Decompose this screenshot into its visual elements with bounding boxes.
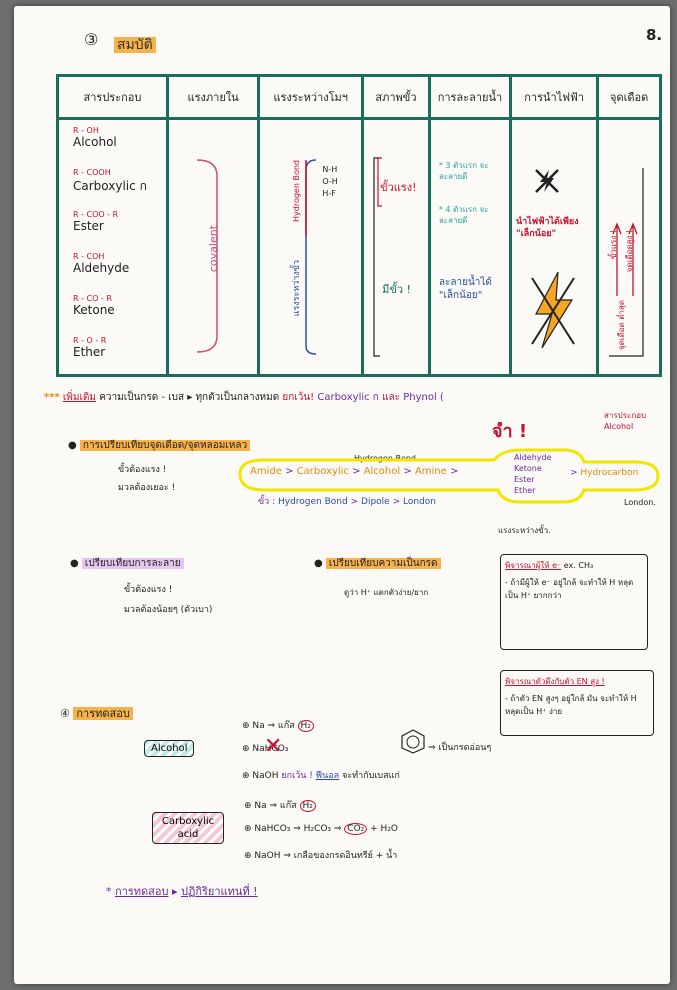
carb-test-nahco3: ⊕ NaHCO₃ ⇒ H₂CO₃ ⇒ CO₂ + H₂O — [244, 823, 399, 835]
compound-aldehyde: R - COH Aldehyde — [73, 252, 130, 275]
yellow-highlight-loop — [238, 448, 660, 504]
notebook-page: ③ สมบัติ 8. สารประกอบ แรงภายใน แรงระหว่า… — [14, 6, 670, 984]
bp-group: Aldehyde Ketone Ester Ether — [514, 453, 552, 495]
carb-test-na: ⊕ Na ⇒ แก๊ส H₂ — [244, 798, 316, 812]
acidity-box-en: พิจารณาตัวดึงกับตัว EN สูง ! - ถ้าตัว EN… — [500, 670, 654, 736]
col-header-intermolecular: แรงระหว่างโมฯ — [257, 74, 365, 120]
polarity-bracket — [373, 157, 383, 357]
polarity-has: มีขั้ว ! — [382, 283, 411, 296]
bp-note-mass: มวลต้องเยอะ ! — [118, 483, 176, 493]
internal-force-cell: covalent — [165, 117, 261, 377]
solubility-compare-title: ● เปรียบเทียบการละลาย — [70, 556, 184, 571]
compound-alcohol: R - OH Alcohol — [73, 126, 117, 149]
bp-low-label: จุดเดือด ต่ำสุด — [617, 300, 627, 351]
section4-header: ④ การทดสอบ — [60, 704, 133, 722]
between-poles-label: แรงระหว่างขั้ว. — [498, 526, 551, 535]
boiling-point-cell: ขั้วแรง ! จุดเดือดสูง ! จุดเดือด ต่ำสุด — [596, 117, 662, 377]
section-number: ③ — [84, 30, 99, 49]
boiling-point-arrows — [609, 168, 644, 357]
bp-note-polar: ขั้วต้องแรง ! — [118, 465, 167, 475]
force-order: ขั้ว : Hydrogen Bond > Dipole > London — [258, 497, 436, 507]
extra-note: *** เพิ่มเติม ความเป็นกรด - เบส ▸ ทุกตัว… — [44, 392, 444, 403]
benzene-ring-icon — [400, 728, 426, 758]
solubility-note-mass: มวลต้องน้อยๆ (ตัวเบา) — [124, 605, 213, 615]
footer-note: * การทดสอบ ▸ ปฏิกิริยาแทนที่ ! — [106, 885, 258, 898]
hbond-label: Hydrogen Bond — [292, 160, 302, 222]
bp-chain: Amide > Carboxylic > Alcohol > Amine > — [250, 466, 459, 477]
col-header-compound: สารประกอบ — [56, 74, 169, 120]
alcohol-test-na: ⊕ Na ⇒ แก๊ส H₂ — [242, 718, 314, 732]
hydrocarbon-label: > Hydrocarbon — [570, 468, 639, 478]
compound-ether: R - O - R Ether — [73, 336, 107, 359]
dipole-label: แรงระหว่างขั้ว — [292, 260, 303, 317]
col-header-conductivity: การนำไฟฟ้า — [508, 74, 600, 120]
carb-test-naoh: ⊕ NaOH ⇒ เกลือของกรดอินทรีย์ + น้ำ — [244, 851, 398, 861]
compound-carboxylic: R - COOH Carboxylic ก — [73, 168, 147, 193]
acidity-compare-title: ● เปรียบเทียบความเป็นกรด — [314, 556, 441, 571]
bp-compare-title: ● การเปรียบเทียบจุดเดือด/จุดหลอมเหลว — [68, 438, 251, 453]
alcohol-test-nahco3: ⊕ NaHCO₃ — [242, 744, 289, 754]
conduct-note: นำไฟฟ้าได้เพียง "เล็กน้อย" — [515, 217, 579, 239]
alcohol-box: Alcohol — [144, 740, 195, 757]
col-header-boiling-point: จุดเดือด — [596, 74, 662, 120]
compounds-cell: R - OH Alcohol R - COOH Carboxylic ก R -… — [56, 117, 169, 377]
no-conduct-icon — [534, 168, 560, 194]
polarity-cell: ขั้วแรง! มีขั้ว ! — [361, 117, 431, 377]
alcohol-test-naoh: ⊕ NaOH ยกเว้น ! ฟีนอล จะทำกับเบสแก่ — [242, 771, 400, 781]
intermolecular-cell: Hydrogen Bond N-H O-H H-F แรงระหว่างขั้ว — [257, 117, 365, 377]
acidity-box-donor: พิจารณาผู้ให้ e⁻ ex. CH₃ - ถ้ามีผู้ให้ e… — [500, 554, 648, 650]
bp-strong: ขั้วแรง ! — [609, 230, 619, 260]
solubility-note-1: * 3 ตัวแรก จะละลายดี — [438, 161, 489, 181]
page-number: 8. — [646, 26, 663, 44]
covalent-bracket — [196, 159, 218, 353]
remember-label: จำ ! — [492, 421, 528, 442]
hbond-bonds: N-H O-H H-F — [322, 165, 338, 198]
col-header-solubility: การละลายน้ำ — [427, 74, 512, 120]
col-header-internal: แรงภายใน — [165, 74, 261, 120]
conductivity-cell: นำไฟฟ้าได้เพียง "เล็กน้อย" — [508, 117, 600, 377]
aromatic-note: สารประกอบ Alcohol — [604, 411, 647, 431]
solubility-note-2: * 4 ตัวแรก จะละลายดี — [438, 205, 489, 225]
phenol-result: ⇒ เป็นกรดอ่อนๆ — [428, 743, 492, 753]
bp-high: จุดเดือดสูง ! — [625, 230, 635, 273]
carboxylic-box: Carboxylic acid — [152, 812, 224, 844]
acidity-note: ดูว่า H⁺ แตกตัวง่าย/ยาก — [344, 588, 429, 597]
compound-ketone: R - CO - R Ketone — [73, 294, 115, 317]
solubility-note-polar: ขั้วต้องแรง ! — [124, 585, 173, 595]
section-title: สมบัติ — [114, 34, 156, 56]
intermolecular-bracket — [305, 159, 317, 355]
solubility-note-3: ละลายน้ำได้ "เล็กน้อย" — [438, 277, 492, 301]
lightning-crossed-icon — [528, 270, 578, 354]
london-label: London. — [624, 498, 656, 507]
compound-ester: R - COO - R Ester — [73, 210, 119, 233]
polarity-strong: ขั้วแรง! — [380, 181, 417, 194]
covalent-label: covalent — [206, 225, 220, 273]
cross-icon: ✕ — [264, 734, 283, 759]
col-header-polarity: สภาพขั้ว — [361, 74, 431, 120]
solubility-cell: * 3 ตัวแรก จะละลายดี * 4 ตัวแรก จะละลายด… — [427, 117, 512, 377]
properties-table: สารประกอบ แรงภายใน แรงระหว่างโมฯ สภาพขั้… — [56, 74, 662, 377]
